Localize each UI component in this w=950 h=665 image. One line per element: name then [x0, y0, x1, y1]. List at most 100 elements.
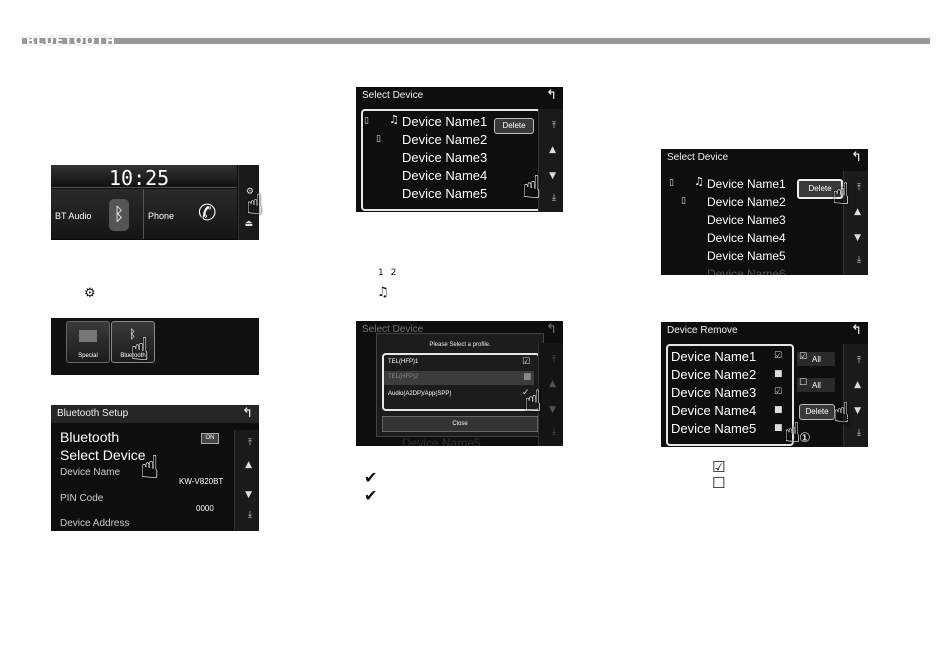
device-remove-panel: Device Remove ↰ Device Name1 ☑ Device Na…: [661, 322, 868, 447]
phone-tile[interactable]: Phone ✆: [144, 189, 237, 239]
profile-side-nav: ⤒ ▲ ▼ ⤓: [538, 343, 563, 446]
device-row-3[interactable]: Device Name3: [671, 385, 757, 400]
device-row-3[interactable]: Device Name3: [402, 150, 488, 165]
back-icon[interactable]: ↰: [546, 322, 557, 337]
device-row-4[interactable]: Device Name4: [707, 231, 786, 245]
device-row-6[interactable]: Device Name6: [707, 267, 786, 275]
step-2-marker: ②: [842, 416, 854, 431]
scroll-up-icon[interactable]: ▲: [854, 207, 861, 217]
bluetooth-label: Bluetooth: [120, 353, 146, 359]
scroll-bottom-icon[interactable]: ⤓: [248, 510, 252, 520]
phone-2-icon: ▯: [681, 196, 686, 206]
gear-icon[interactable]: ⚙: [245, 187, 254, 197]
select-device-title: Select Device: [362, 324, 424, 335]
deselect-all-button[interactable]: ☐ All: [797, 378, 835, 392]
profile-2-check-icon[interactable]: ■: [523, 372, 532, 382]
profile-3-check-icon[interactable]: ✓: [522, 388, 530, 398]
scroll-bottom-icon[interactable]: ⤓: [552, 427, 556, 437]
scroll-down-icon[interactable]: ▼: [549, 171, 556, 181]
device-5-check-icon[interactable]: ■: [774, 423, 783, 433]
phone-number-icons: 1 2: [378, 268, 399, 278]
profile-row-1[interactable]: TEL(HFP)1: [388, 359, 419, 365]
profile-row-3[interactable]: Audio(A2DP)/App(SPP): [388, 391, 452, 397]
bluetooth-setting[interactable]: Bluetooth: [60, 429, 120, 445]
scroll-down-icon[interactable]: ▼: [245, 490, 252, 500]
step-1-marker: ①: [799, 431, 811, 446]
deselect-all-label: All: [812, 381, 821, 390]
profile-row-2[interactable]: TEL(HFP)2: [388, 374, 419, 380]
bluetooth-source-button[interactable]: ᛒ Bluetooth: [111, 321, 155, 363]
scroll-bottom-icon[interactable]: ⤓: [857, 428, 861, 438]
select-device-item[interactable]: Select Device: [60, 447, 146, 463]
device-row-5[interactable]: Device Name5: [671, 421, 757, 436]
device-2-check-icon[interactable]: ■: [774, 369, 783, 379]
home-side-nav: ⚙ ⏏: [238, 165, 259, 240]
select-side-nav: ⤒ ▲ ▼ ⤓: [538, 109, 563, 212]
device-row-4[interactable]: Device Name4: [671, 403, 757, 418]
select-side-nav: ⤒ ▲ ▼ ⤓: [843, 171, 868, 275]
scroll-up-icon[interactable]: ▲: [245, 460, 252, 470]
back-icon[interactable]: ↰: [851, 323, 862, 338]
bluetooth-on-badge[interactable]: ON: [201, 433, 219, 444]
pointing-hand-icon: ☝: [246, 188, 264, 221]
select-device-title: Select Device: [667, 152, 729, 163]
pointing-hand-icon: ☝: [522, 168, 542, 206]
delete-button[interactable]: Delete: [494, 118, 534, 134]
back-icon[interactable]: ↰: [242, 406, 253, 421]
device-row-4[interactable]: Device Name4: [402, 168, 488, 183]
eject-icon[interactable]: ⏏: [244, 219, 253, 229]
setup-title: Bluetooth Setup: [57, 408, 129, 419]
scroll-bottom-icon[interactable]: ⤓: [857, 255, 861, 265]
pointing-hand-icon: ☝: [833, 396, 851, 429]
back-icon[interactable]: ↰: [546, 88, 557, 103]
special-button[interactable]: Special: [66, 321, 110, 363]
scroll-top-icon[interactable]: ⤒: [857, 183, 861, 193]
scroll-down-icon[interactable]: ▼: [854, 406, 861, 416]
device-row-5[interactable]: Device Name5: [402, 186, 488, 201]
delete-button[interactable]: Delete: [799, 404, 835, 420]
scroll-top-icon[interactable]: ⤒: [857, 356, 861, 366]
scroll-up-icon[interactable]: ▲: [854, 380, 861, 390]
device-row-2[interactable]: Device Name2: [671, 367, 757, 382]
pointing-hand-icon: ☝: [130, 330, 150, 368]
gear-icon-reference: ⚙: [84, 286, 96, 301]
audio-icon: ♫: [389, 113, 399, 126]
device-1-check-icon[interactable]: ☑: [774, 351, 783, 361]
scroll-top-icon[interactable]: ⤒: [552, 121, 556, 131]
section-header: BLUETOOTH: [26, 34, 117, 48]
close-button[interactable]: Close: [382, 416, 538, 432]
device-row-1[interactable]: Device Name1: [707, 177, 786, 191]
device-list-frame: [666, 344, 794, 446]
device-row-1[interactable]: Device Name1: [402, 114, 488, 129]
scroll-top-icon[interactable]: ⤒: [248, 438, 252, 448]
phone-1-icon: ▯: [669, 178, 674, 188]
device-row-3[interactable]: Device Name3: [707, 213, 786, 227]
bt-audio-tile[interactable]: BT Audio ᛒ: [51, 189, 144, 239]
device-row-2[interactable]: Device Name2: [402, 132, 488, 147]
pin-code-label[interactable]: PIN Code: [60, 493, 104, 504]
device-4-check-icon[interactable]: ■: [774, 405, 783, 415]
select-all-label: All: [812, 355, 821, 364]
scroll-bottom-icon[interactable]: ⤓: [552, 193, 556, 203]
delete-button[interactable]: Delete: [797, 179, 843, 199]
checkmark-icon: ✔: [364, 486, 378, 505]
device-row-5[interactable]: Device Name5: [707, 249, 786, 263]
scroll-up-icon[interactable]: ▲: [549, 145, 556, 155]
pin-code-value: 0000: [196, 504, 214, 513]
home-screen-panel: 10:25 BT Audio ᛒ Phone ✆ ⚙ ⏏: [51, 165, 259, 240]
select-all-button[interactable]: ☑ All: [797, 352, 835, 366]
phone-1-icon: ▯: [364, 116, 369, 126]
select-device-delete-panel: Select Device ↰ ▯ ♫ Device Name1 ▯ Devic…: [661, 149, 868, 275]
profile-row-2-bg: [384, 371, 534, 385]
back-icon[interactable]: ↰: [851, 150, 862, 165]
device-row-1[interactable]: Device Name1: [671, 349, 757, 364]
profile-1-check-icon[interactable]: ☑: [522, 357, 531, 367]
device-name-value: KW-V820BT: [179, 477, 224, 486]
scroll-top-icon[interactable]: ⤒: [552, 355, 556, 365]
scroll-down-icon[interactable]: ▼: [549, 405, 556, 415]
scroll-down-icon[interactable]: ▼: [854, 233, 861, 243]
bluetooth-icon: ᛒ: [129, 327, 137, 341]
device-3-check-icon[interactable]: ☑: [774, 387, 783, 397]
scroll-up-icon[interactable]: ▲: [549, 379, 556, 389]
device-row-2[interactable]: Device Name2: [707, 195, 786, 209]
